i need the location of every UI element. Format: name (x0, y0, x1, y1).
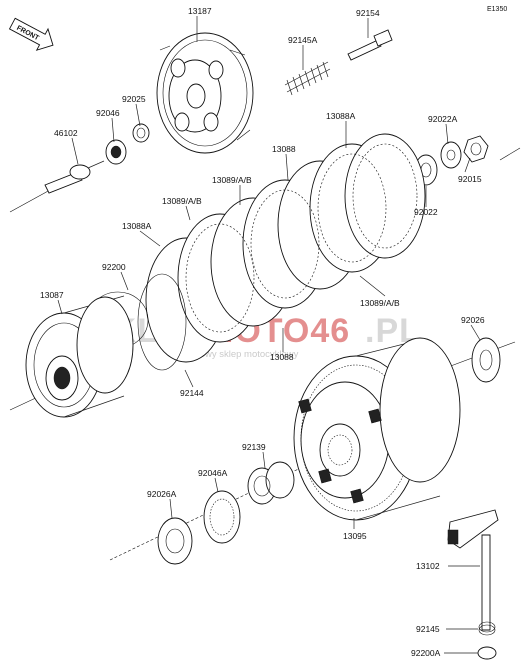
washer-92026A (157, 517, 193, 565)
part-label-92145a: 92145A (288, 35, 318, 45)
clutch-hub-13087 (25, 295, 134, 418)
spring-92144 (137, 273, 187, 371)
part-label-92026a: 92026A (147, 489, 177, 499)
part-label-92200a: 92200A (411, 648, 441, 658)
part-label-13102: 13102 (416, 561, 440, 571)
front-arrow-icon: FRONT (8, 17, 54, 51)
part-label-13187: 13187 (188, 6, 212, 16)
part-label-13089ab-3: 13089/A/B (360, 298, 400, 308)
part-label-13088a-top: 13088A (326, 111, 356, 121)
part-label-92022: 92022 (414, 207, 438, 217)
part-label-13087: 13087 (40, 290, 64, 300)
watermark-subtitle: internetowy sklep motocyklowy (168, 349, 299, 360)
part-label-13088-mid: 13088 (270, 352, 294, 362)
part-label-92145: 92145 (416, 624, 440, 634)
washer-92025 (132, 123, 150, 143)
part-label-46102: 46102 (54, 128, 78, 138)
oil-seal-92200A (477, 646, 497, 660)
pushrod-46102 (44, 160, 105, 194)
part-label-92139: 92139 (242, 442, 266, 452)
part-label-13095: 13095 (343, 531, 367, 541)
release-shaft-13102 (447, 509, 499, 631)
diagram-code: E1350 (487, 6, 507, 13)
part-label-92046a: 92046A (198, 468, 228, 478)
part-label-13089ab-1: 13089/A/B (212, 175, 252, 185)
washer-92022A (440, 141, 462, 169)
bolt-92154 (347, 29, 393, 61)
part-label-92015: 92015 (458, 174, 482, 184)
needle-bearing-92046A (203, 490, 241, 544)
sleeve-92139 (247, 461, 295, 505)
part-label-92154: 92154 (356, 8, 380, 18)
leader-lines (57, 16, 481, 654)
spring-92145A (284, 61, 331, 96)
clutch-plate-stack (145, 133, 426, 363)
part-label-13088-top: 13088 (272, 144, 296, 154)
part-label-92144: 92144 (180, 388, 204, 398)
nut-92015 (463, 135, 489, 163)
part-label-92025: 92025 (122, 94, 146, 104)
clutch-housing-13095 (293, 337, 461, 521)
part-label-92200: 92200 (102, 262, 126, 272)
washer-92026 (471, 337, 501, 383)
bearing-92046 (105, 139, 127, 165)
part-label-92022a: 92022A (428, 114, 458, 124)
part-label-13088a-left: 13088A (122, 221, 152, 231)
spring-92145 (478, 621, 496, 636)
part-label-92046: 92046 (96, 108, 120, 118)
part-label-92026: 92026 (461, 315, 485, 325)
pressure-plate-13187 (156, 32, 254, 154)
part-label-13089ab-2: 13089/A/B (162, 196, 202, 206)
